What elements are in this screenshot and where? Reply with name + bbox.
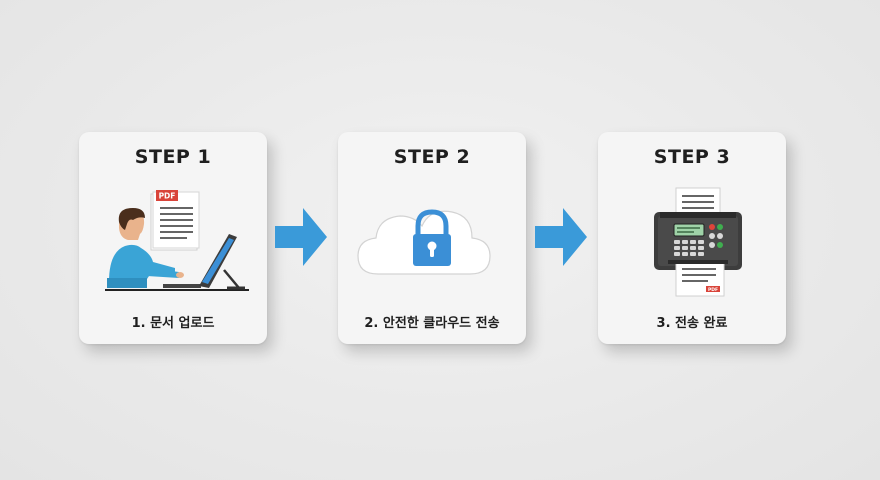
monitor-icon [199,234,245,290]
step-2-caption: 2. 안전한 클라우드 전송 [364,316,500,331]
step-2-card: STEP 2 2. 안전한 클라우드 전송 [338,132,526,344]
paper-output-icon: PDF [675,261,725,297]
svg-text:PDF: PDF [708,287,718,293]
svg-text:PDF: PDF [159,192,176,201]
step-3-card: STEP 3 [598,132,786,344]
step-2-title: STEP 2 [393,146,471,168]
person-icon [107,208,184,288]
step-1-caption: 1. 문서 업로드 [131,316,215,331]
fax-machine-icon: PDF [654,187,742,297]
user-computer-upload-icon: PDF [105,190,249,291]
cloud-lock-icon [357,209,491,275]
step-3-title: STEP 3 [653,146,731,168]
step-3-caption: 3. 전송 완료 [656,316,728,331]
arrow-right-icon [275,208,327,266]
lock-icon [413,209,451,266]
step-1-card: STEP 1 PDF [79,132,267,344]
step-1-title: STEP 1 [134,146,212,168]
arrow-right-icon [535,208,587,266]
pdf-document-icon: PDF [150,190,200,251]
